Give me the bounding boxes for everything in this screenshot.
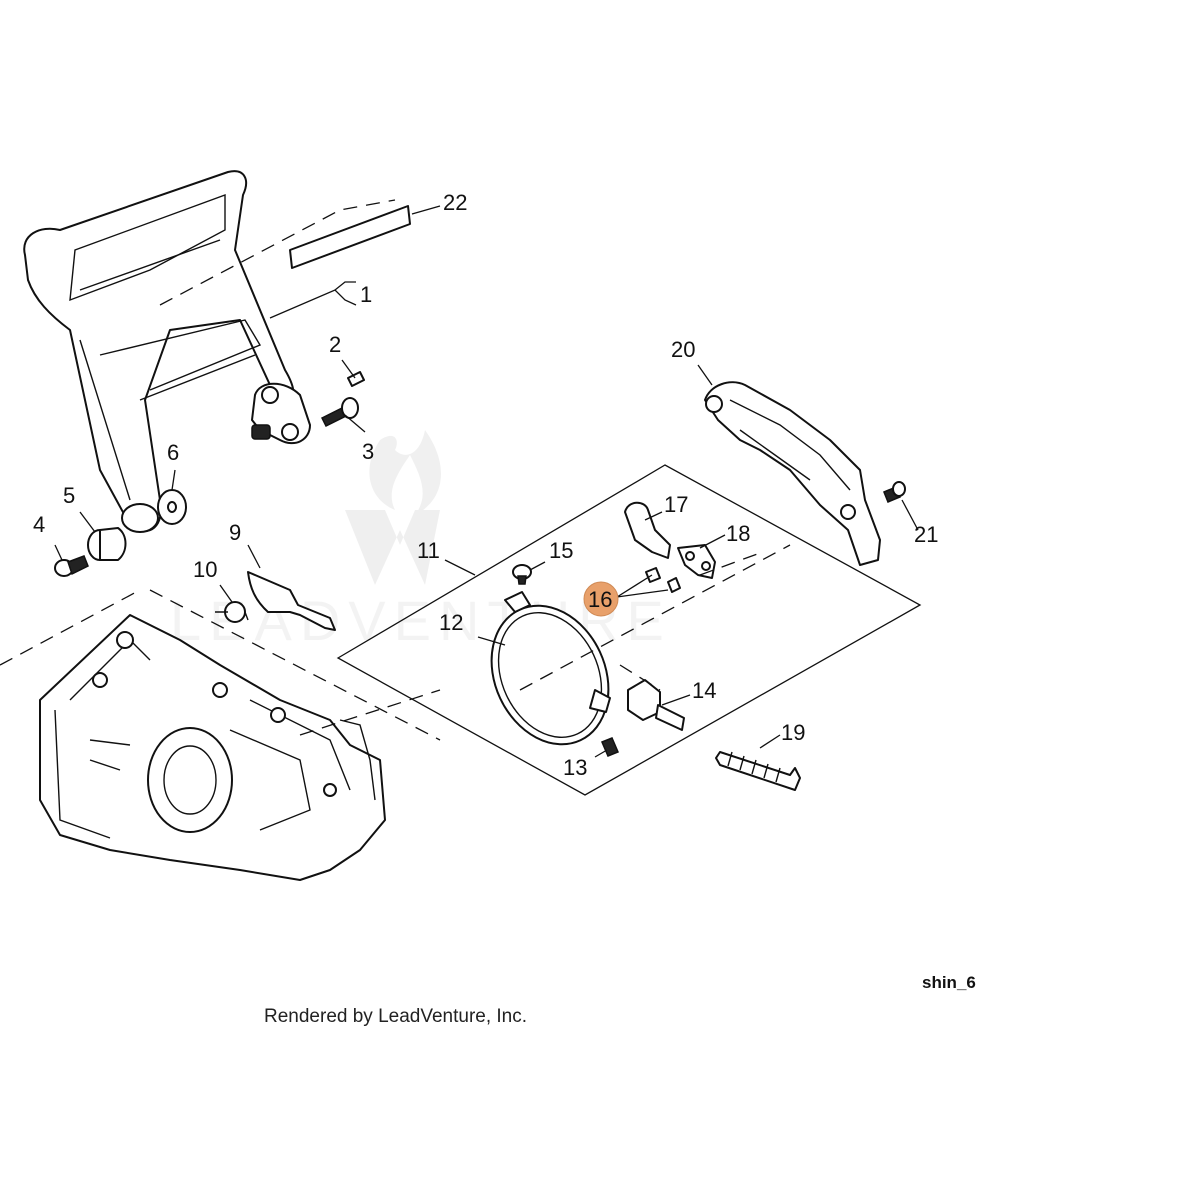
callout-4[interactable]: 4	[33, 512, 45, 537]
part-9-brake-lever[interactable]	[247, 571, 336, 631]
part-20-side-cover[interactable]	[704, 381, 881, 566]
highlight-marker	[583, 581, 619, 617]
callout-1[interactable]: 1	[360, 282, 372, 307]
callout-19[interactable]: 19	[781, 720, 805, 745]
callout-6[interactable]: 6	[167, 440, 179, 465]
part-14-rod[interactable]	[627, 679, 685, 731]
callout-18[interactable]: 18	[726, 521, 750, 546]
watermark-logo	[345, 430, 442, 585]
alignment-lines	[0, 199, 791, 741]
diagram-code: shin_6	[922, 973, 976, 992]
callout-14[interactable]: 14	[692, 678, 716, 703]
part-3-bolt[interactable]	[320, 397, 359, 428]
callout-17[interactable]: 17	[664, 492, 688, 517]
callout-11[interactable]: 11	[417, 538, 440, 563]
part-11-group-box	[336, 464, 922, 796]
callout-5[interactable]: 5	[63, 483, 75, 508]
part-15-screw[interactable]	[512, 564, 532, 585]
callout-3[interactable]: 3	[362, 439, 374, 464]
callout-2[interactable]: 2	[329, 332, 341, 357]
part-22-decal[interactable]	[289, 205, 411, 269]
part-5-collar[interactable]	[87, 527, 127, 561]
part-10-spring[interactable]	[215, 601, 249, 623]
callout-22[interactable]: 22	[443, 190, 467, 215]
part-4-bolt[interactable]	[54, 555, 89, 577]
part-6-washer[interactable]	[157, 489, 187, 525]
callout-21[interactable]: 21	[914, 522, 938, 547]
callouts: 22 1 2 3 4 5 6 9 10 11 12 13 14 15 16 17…	[33, 190, 938, 780]
part-16-pins[interactable]	[645, 567, 681, 593]
callout-20[interactable]: 20	[671, 337, 695, 362]
part-21-bolt[interactable]	[883, 481, 906, 503]
part-19-spring[interactable]	[715, 751, 801, 791]
hand-guard-hub[interactable]	[251, 382, 311, 445]
part-13-pin[interactable]	[601, 737, 619, 757]
callout-12[interactable]: 12	[439, 610, 463, 635]
callout-13[interactable]: 13	[563, 755, 587, 780]
crankcase	[39, 614, 386, 881]
part-17-plate[interactable]	[624, 501, 671, 559]
callout-16[interactable]: 16	[588, 587, 612, 612]
part-12-brake-band[interactable]	[470, 587, 631, 764]
part-1-hand-guard[interactable]	[23, 170, 295, 533]
callout-15[interactable]: 15	[549, 538, 573, 563]
callout-9[interactable]: 9	[229, 520, 241, 545]
leader-lines	[54, 205, 919, 758]
part-18-link[interactable]	[677, 544, 716, 579]
callout-10[interactable]: 10	[193, 557, 217, 582]
footer-credit: Rendered by LeadVenture, Inc.	[264, 1006, 527, 1027]
part-2-pin[interactable]	[347, 371, 365, 387]
